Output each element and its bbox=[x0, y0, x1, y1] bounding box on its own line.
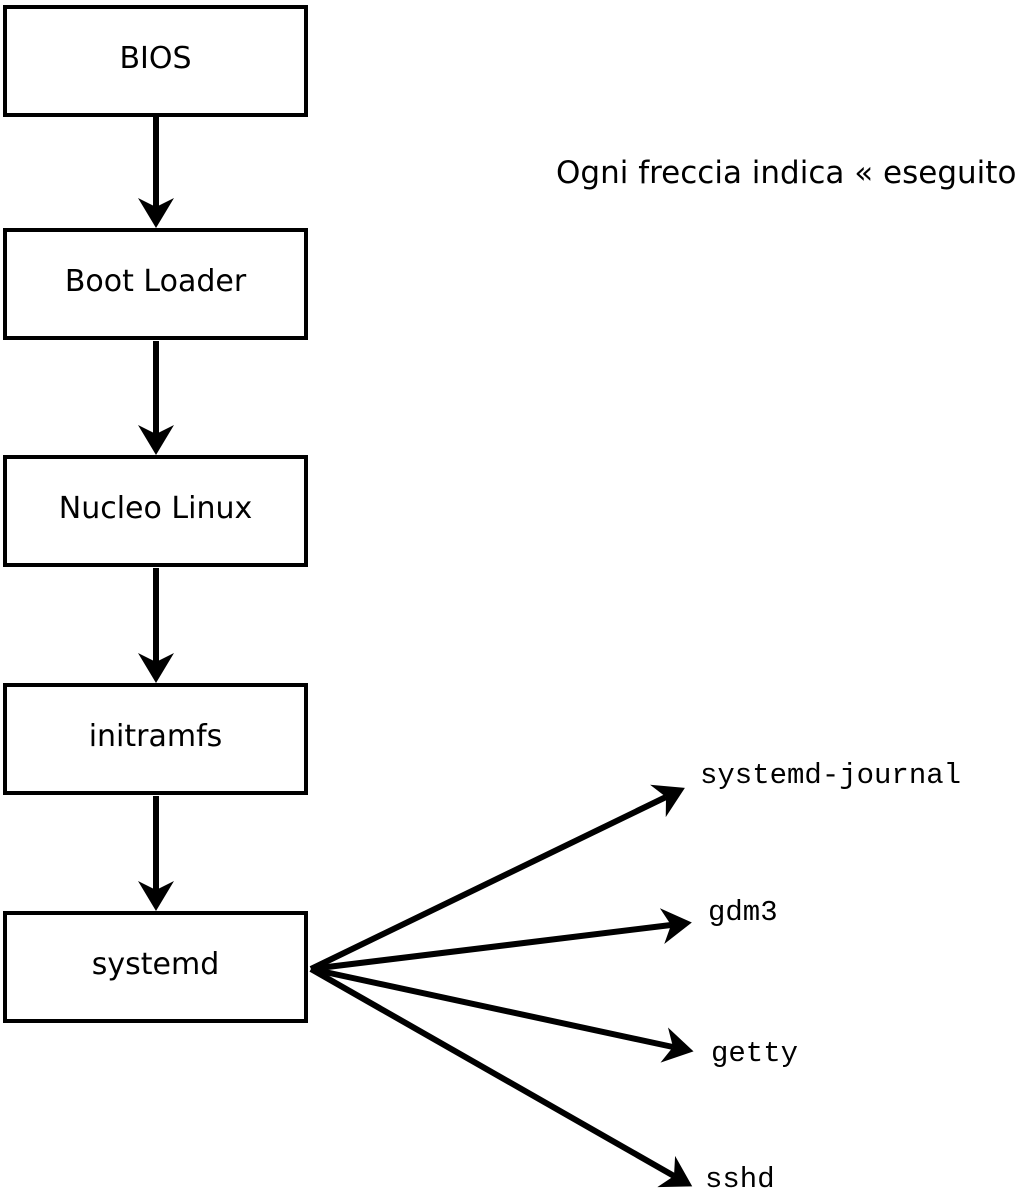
box-systemd-label: systemd bbox=[91, 946, 220, 982]
box-bios: BIOS bbox=[3, 5, 308, 117]
box-nucleo-linux-label: Nucleo Linux bbox=[58, 490, 253, 526]
diagram-caption: Ogni freccia indica « eseguito ». bbox=[556, 155, 1024, 191]
arrow-systemd-to-gdm3 bbox=[310, 908, 692, 972]
box-initramfs: initramfs bbox=[3, 683, 308, 795]
arrow-systemd-to-getty bbox=[310, 966, 694, 1063]
arrow-systemd-to-sshd bbox=[309, 966, 693, 1188]
service-label-systemd-journal: systemd-journal bbox=[700, 759, 962, 792]
arrow-systemd-to-journal bbox=[309, 784, 685, 972]
box-boot-loader-label: Boot Loader bbox=[64, 263, 247, 299]
service-label-sshd: sshd bbox=[705, 1163, 775, 1193]
box-nucleo-linux: Nucleo Linux bbox=[3, 455, 308, 567]
box-bios-label: BIOS bbox=[119, 40, 192, 76]
service-label-gdm3: gdm3 bbox=[708, 896, 778, 929]
box-systemd: systemd bbox=[3, 911, 308, 1023]
box-initramfs-label: initramfs bbox=[88, 718, 223, 754]
service-label-getty: getty bbox=[711, 1037, 799, 1070]
box-boot-loader: Boot Loader bbox=[3, 228, 308, 340]
